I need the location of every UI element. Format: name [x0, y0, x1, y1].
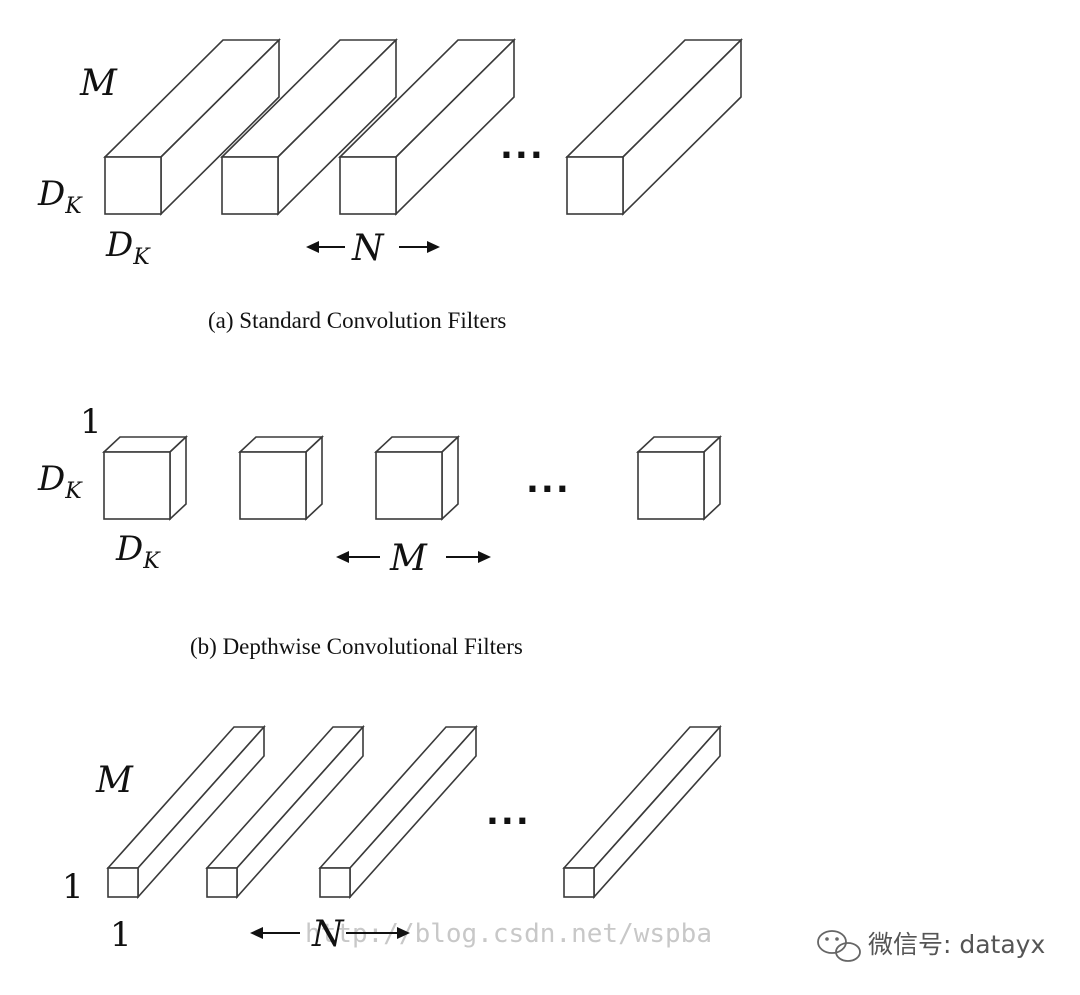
panel-b-count-label: M	[389, 538, 428, 579]
panel-a-filter-4	[565, 38, 743, 216]
panel-b-caption: (b) Depthwise Convolutional Filters	[190, 634, 523, 659]
panel-a-depth-label: M	[79, 63, 118, 104]
panel-a-ellipsis: ...	[500, 127, 545, 167]
panel-b-height-label: DK	[37, 459, 83, 504]
wechat-icon	[817, 930, 861, 962]
panel-a-filter-3	[338, 38, 516, 216]
panel-b-filter-1	[101, 435, 189, 521]
panel-b-depth-label: 1	[80, 402, 102, 442]
panel-a-count-label: N	[351, 228, 385, 269]
panel-c-filters	[106, 724, 722, 900]
panel-b-filter-3	[373, 435, 461, 521]
wechat-id-text: 微信号: datayx	[868, 930, 1045, 959]
panel-c-count-label: N	[311, 914, 345, 955]
panel-b-ellipsis: ...	[526, 461, 571, 501]
panel-c-depth-label: M	[95, 760, 134, 801]
panel-a-filter-1	[103, 38, 281, 216]
panel-a-filters	[103, 38, 743, 216]
panel-c-height-label: 1	[62, 867, 84, 907]
panel-c-filter-3	[318, 724, 478, 900]
panel-c-ellipsis: ...	[486, 793, 531, 833]
panel-a-filter-2	[220, 38, 398, 216]
panel-c-width-label: 1	[110, 915, 132, 955]
panel-b-filter-4	[635, 435, 723, 521]
panel-b-filter-2	[237, 435, 325, 521]
panel-b-count-arrow	[336, 551, 491, 563]
panel-c-count-arrow	[250, 927, 410, 939]
panel-b-width-label: DK	[115, 529, 161, 574]
panel-a-height-label: DK	[37, 174, 83, 219]
panel-c-filter-2	[205, 724, 365, 900]
panel-c-filter-1	[106, 724, 266, 900]
panel-b-filters	[101, 435, 723, 521]
panel-c-filter-4	[562, 724, 722, 900]
panel-a-caption: (a) Standard Convolution Filters	[208, 308, 506, 333]
panel-a-width-label: DK	[105, 225, 151, 270]
panel-a-count-arrow	[306, 241, 440, 253]
